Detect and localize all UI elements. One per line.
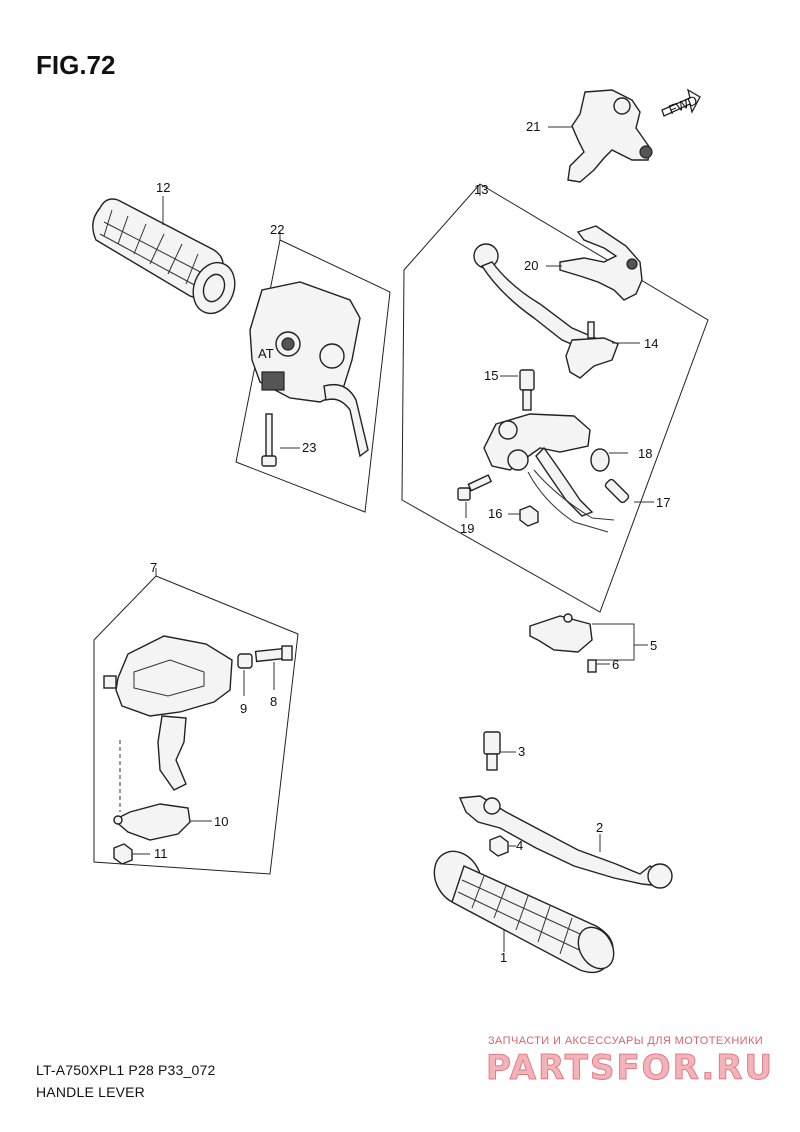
callout-22: 22 (270, 222, 284, 237)
callout-17: 17 (656, 495, 670, 510)
part-1-right-grip[interactable] (425, 843, 621, 975)
callout-7: 7 (150, 560, 157, 575)
part-16-nut[interactable] (508, 505, 539, 527)
fwd-arrow-icon: FWD (661, 88, 701, 117)
model-code: LT-A750XPL1 P28 P33_072 (36, 1062, 216, 1078)
fwd-label: FWD (666, 92, 699, 117)
part-20-bracket[interactable] (546, 225, 643, 301)
part-22-frame (235, 239, 391, 513)
callout-12: 12 (156, 180, 170, 195)
callout-14: 14 (644, 336, 658, 351)
part-4-nut[interactable] (489, 835, 516, 857)
callout-23: 23 (302, 440, 316, 455)
callout-18: 18 (638, 446, 652, 461)
part-23-screw[interactable] (261, 413, 300, 467)
callout-21: 21 (526, 119, 540, 134)
callout-11: 11 (154, 846, 168, 861)
part-3-bolt[interactable] (483, 731, 516, 771)
callout-5: 5 (650, 638, 657, 653)
part-14-pivot[interactable] (565, 321, 640, 379)
part-17-screw[interactable] (604, 478, 654, 504)
callout-10: 10 (214, 814, 228, 829)
part-9-nut[interactable] (237, 653, 253, 696)
part-13-frame (401, 183, 709, 613)
callout-9: 9 (240, 701, 247, 716)
part-7-throttle-housing[interactable] (103, 635, 233, 791)
part-15-bolt[interactable] (500, 369, 535, 411)
watermark-brand: PARTSFOR.RU (485, 1048, 775, 1089)
callout-6: 6 (612, 657, 619, 672)
callout-1: 1 (500, 950, 507, 965)
part-7-frame (93, 575, 299, 875)
callout-13: 13 (474, 182, 488, 197)
figure-title: FIG.72 (36, 50, 116, 80)
part-6-screw[interactable] (587, 659, 610, 673)
part-19-bolt[interactable] (457, 474, 493, 518)
callout-15: 15 (484, 368, 498, 383)
callout-19: 19 (460, 521, 474, 536)
part-21-bracket[interactable] (548, 89, 653, 183)
callout-16: 16 (488, 506, 502, 521)
figure-name: HANDLE LEVER (36, 1084, 145, 1100)
part-22-switch-assembly[interactable]: AT (249, 281, 369, 458)
part-5-switch[interactable] (529, 613, 648, 661)
part-10-cover[interactable] (112, 740, 212, 841)
callout-3: 3 (518, 744, 525, 759)
callout-20: 20 (524, 258, 538, 273)
part-12-left-grip[interactable] (92, 196, 242, 319)
part-11-nut[interactable] (113, 843, 150, 865)
callout-4: 4 (516, 838, 523, 853)
watermark-tagline: ЗАПЧАСТИ И АКСЕССУАРЫ ДЛЯ МОТОТЕХНИКИ (488, 1035, 764, 1047)
svg-text:AT: AT (258, 346, 274, 361)
part-13-master-cylinder[interactable] (483, 413, 615, 533)
part-2-lever[interactable] (458, 795, 673, 889)
callout-2: 2 (596, 820, 603, 835)
part-18-switch[interactable] (590, 448, 628, 472)
part-8-bolt[interactable] (254, 645, 293, 690)
callout-8: 8 (270, 694, 277, 709)
